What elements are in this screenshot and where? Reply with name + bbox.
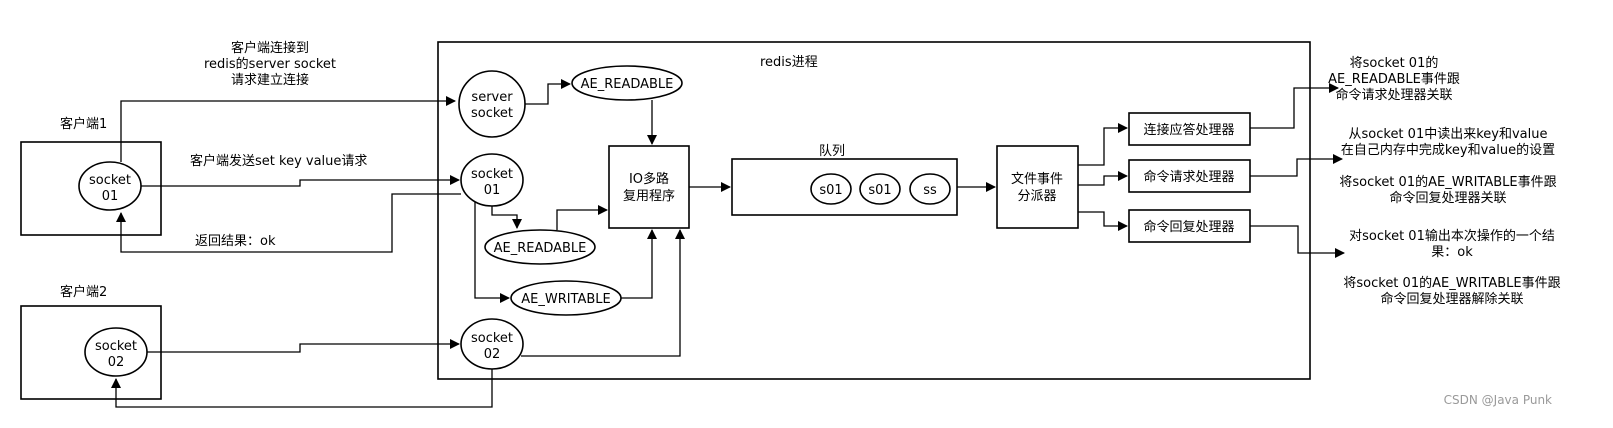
ae-writable-label: AE_WRITABLE	[521, 292, 611, 307]
note2-line1: 从socket 01中读出来key和value	[1349, 127, 1548, 142]
note1-line1: 将socket 01的	[1350, 55, 1439, 71]
server-socket-label-line1: server	[471, 90, 513, 105]
queue-label: 队列	[819, 144, 845, 159]
edge-socket01-to-ae-writable	[474, 202, 510, 303]
socket02-label-line1: socket	[471, 331, 513, 346]
edge-ae-writable-to-io	[621, 229, 657, 299]
edge-client1-to-server-socket	[120, 96, 456, 162]
note2-line2: 在自己内存中完成key和value的设置	[1341, 142, 1555, 158]
edge-socket01-to-client1	[116, 193, 461, 253]
note4-line2: 果：ok	[1431, 245, 1473, 260]
edge-dispatcher-to-request-handler	[1078, 171, 1128, 186]
queue-item-1	[810, 173, 852, 205]
socket01-label-line1: socket	[471, 167, 513, 182]
dispatcher-box	[996, 145, 1079, 229]
edge-client2-to-socket02	[147, 339, 460, 353]
edge-dispatcher-to-connect-handler	[1078, 123, 1128, 166]
note1-line3: 命令请求处理器关联	[1335, 87, 1452, 103]
client1-socket-label-line1: socket	[89, 173, 131, 188]
edge-client1-to-socket01	[141, 175, 460, 187]
edge-dispatcher-to-reply-handler	[1078, 211, 1128, 231]
socket02-label-line2: 02	[484, 347, 501, 362]
client1-title: 客户端1	[60, 116, 107, 132]
edge-reply-handler-to-note	[1250, 225, 1345, 258]
handler-connect-box	[1128, 112, 1251, 146]
handler-connect-label: 连接应答处理器	[1143, 122, 1234, 138]
queue-item-2-label: s01	[868, 183, 891, 198]
note3-line1: 将socket 01的AE_WRITABLE事件跟	[1339, 174, 1556, 190]
edge-label-send-cmd: 客户端发送set key value请求	[190, 153, 367, 169]
queue-item-1-label: s01	[819, 183, 842, 198]
server-socket-label-line2: socket	[471, 106, 513, 121]
edge-socket02-to-client2	[111, 369, 493, 408]
ae-readable-top-node	[571, 65, 683, 101]
edge-connect-handler-to-note	[1250, 83, 1339, 129]
client2-socket-label-line1: socket	[95, 339, 137, 354]
edge-request-handler-to-note	[1250, 154, 1343, 177]
queue-item-2	[859, 173, 901, 205]
note5-line2: 命令回复处理器解除关联	[1380, 291, 1523, 307]
client2-title: 客户端2	[60, 284, 107, 300]
note3-line2: 命令回复处理器关联	[1389, 190, 1506, 206]
ae-readable-mid-node	[484, 229, 596, 265]
queue-item-3-label: ss	[923, 183, 937, 198]
edge-label-return: 返回结果：ok	[195, 234, 276, 249]
redis-process-title: redis进程	[760, 55, 818, 70]
edge-server-socket-to-ae-readable	[525, 79, 571, 105]
io-multiplexer-label-line1: IO多路	[629, 171, 669, 187]
edge-ae-readable-mid-to-io	[556, 205, 608, 230]
edge-label-connect-line2: redis的server socket	[204, 56, 336, 72]
dispatcher-label-line1: 文件事件	[1011, 172, 1063, 187]
io-multiplexer-box	[608, 145, 690, 229]
edge-label-connect-line1: 客户端连接到	[231, 40, 309, 56]
note5-line1: 将socket 01的AE_WRITABLE事件跟	[1343, 275, 1560, 291]
socket01-label-line2: 01	[484, 183, 501, 198]
ae-readable-top-label: AE_READABLE	[581, 77, 674, 92]
edge-label-connect-line3: 请求建立连接	[231, 72, 309, 88]
handler-reply-label: 命令回复处理器	[1143, 219, 1234, 235]
queue-item-3	[909, 173, 951, 205]
edge-socket02-to-io	[521, 229, 685, 357]
handler-request-label: 命令请求处理器	[1143, 169, 1234, 185]
note4-line1: 对socket 01输出本次操作的一个结	[1349, 228, 1555, 244]
note1-line2: AE_READABLE事件跟	[1328, 72, 1460, 87]
ae-readable-mid-label: AE_READABLE	[494, 241, 587, 256]
edge-socket01-to-ae-readable	[491, 206, 522, 229]
client1-socket-label-line2: 01	[102, 189, 119, 204]
io-multiplexer-label-line2: 复用程序	[623, 189, 675, 204]
client2-socket-label-line2: 02	[108, 355, 125, 370]
dispatcher-label-line2: 分派器	[1017, 189, 1056, 204]
handler-reply-box	[1128, 209, 1251, 243]
watermark: CSDN @Java Punk	[1444, 393, 1552, 407]
